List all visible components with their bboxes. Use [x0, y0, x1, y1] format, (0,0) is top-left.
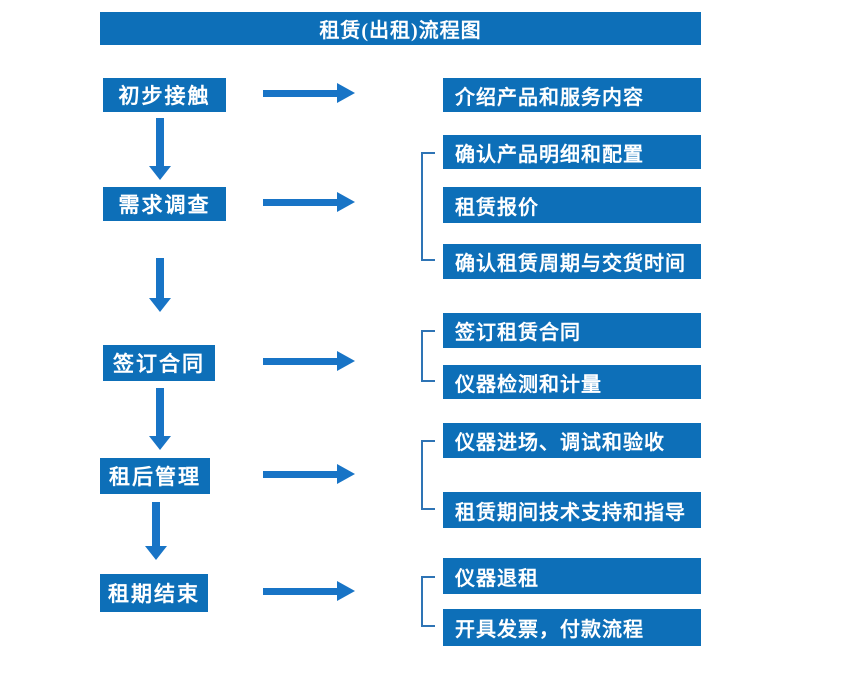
detail-box-sign-lease: 签订租赁合同	[443, 313, 701, 348]
detail-box-invoice-payment: 开具发票，付款流程	[443, 609, 701, 646]
bracket-group-3-icon	[421, 330, 435, 382]
detail-box-instrument-entry: 仪器进场、调试和验收	[443, 423, 701, 458]
detail-box-rental-quote: 租赁报价	[443, 187, 701, 223]
detail-box-confirm-period: 确认租赁周期与交货时间	[443, 244, 701, 279]
right-arrow-2-icon	[263, 192, 355, 212]
flowchart-title: 租赁(出租)流程图	[100, 12, 701, 45]
down-arrow-4-icon	[145, 502, 167, 560]
down-arrow-1-icon	[149, 118, 171, 180]
right-arrow-5-icon	[263, 581, 355, 601]
detail-box-tech-support: 租赁期间技术支持和指导	[443, 492, 701, 528]
step-box-sign-contract: 签订合同	[103, 345, 215, 381]
step-box-demand-survey: 需求调查	[103, 187, 226, 221]
detail-box-intro-products: 介绍产品和服务内容	[443, 78, 701, 112]
detail-box-instrument-return: 仪器退租	[443, 558, 701, 594]
step-box-post-rental: 租后管理	[100, 458, 210, 494]
down-arrow-3-icon	[149, 388, 171, 450]
step-box-initial-contact: 初步接触	[103, 78, 226, 112]
down-arrow-2-icon	[149, 258, 171, 312]
detail-box-confirm-details: 确认产品明细和配置	[443, 135, 701, 169]
detail-box-instrument-check: 仪器检测和计量	[443, 365, 701, 399]
step-box-rental-end: 租期结束	[100, 574, 208, 612]
bracket-group-4-icon	[421, 440, 435, 510]
right-arrow-3-icon	[263, 351, 355, 371]
right-arrow-4-icon	[263, 464, 355, 484]
bracket-group-2-icon	[421, 152, 435, 261]
bracket-group-5-icon	[421, 576, 435, 627]
right-arrow-1-icon	[263, 83, 355, 103]
